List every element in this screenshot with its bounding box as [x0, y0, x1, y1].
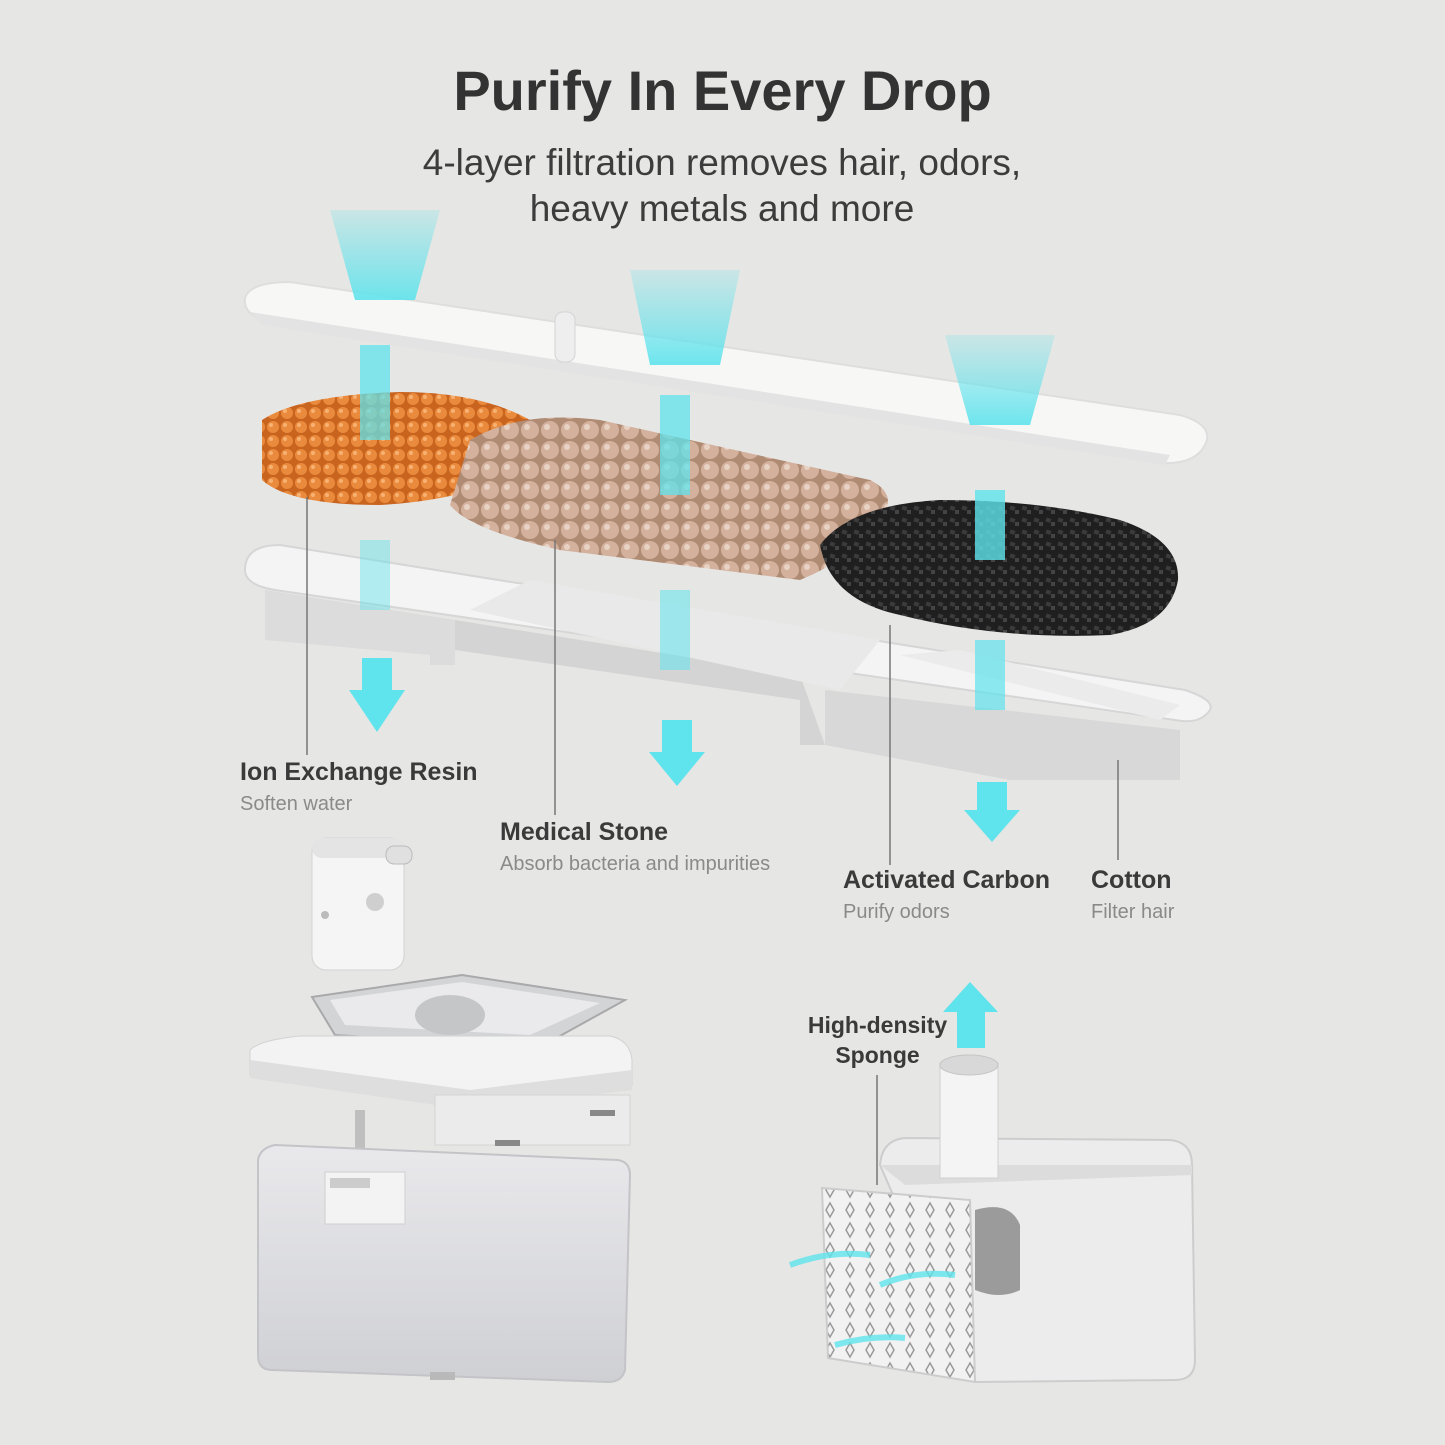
sponge-line-2: Sponge [835, 1042, 920, 1068]
down-arrow-icon [349, 658, 1020, 842]
water-columns [360, 345, 1005, 710]
label-activated-carbon: Activated Carbon Purify odors [843, 866, 1050, 924]
layer-name: Ion Exchange Resin [240, 758, 478, 786]
layer-desc: Filter hair [1091, 901, 1175, 923]
label-high-density-sponge: High-density Sponge [790, 1010, 965, 1070]
subtitle-line-1: 4-layer filtration removes hair, odors, [422, 142, 1022, 183]
water-beams [330, 210, 1055, 425]
layer-name: Medical Stone [500, 818, 669, 846]
label-ion-exchange-resin: Ion Exchange Resin Soften water [240, 758, 478, 816]
medical-stone-media [450, 417, 888, 580]
filter-tray [243, 543, 1212, 780]
layer-desc: Soften water [240, 793, 353, 815]
layer-name: Activated Carbon [843, 866, 1050, 894]
fountain-device [249, 837, 633, 1384]
layer-desc: Absorb bacteria and impurities [500, 853, 771, 875]
layer-name: Cotton [1091, 866, 1172, 894]
cotton-filter-pad [243, 280, 1209, 465]
page-title: Purify In Every Drop [453, 59, 992, 122]
leader-lines [306, 497, 1119, 1185]
up-arrow-icon [943, 982, 998, 1048]
label-cotton: Cotton Filter hair [1091, 866, 1174, 924]
label-medical-stone: Medical Stone Absorb bacteria and impuri… [500, 818, 770, 876]
pump-with-sponge [788, 1054, 1197, 1384]
activated-carbon-media [820, 500, 1179, 636]
subtitle-line-2: heavy metals and more [529, 188, 915, 229]
sponge-line-1: High-density [807, 1012, 948, 1038]
page-subtitle: 4-layer filtration removes hair, odors, … [322, 140, 1122, 232]
layer-desc: Purify odors [843, 901, 950, 923]
